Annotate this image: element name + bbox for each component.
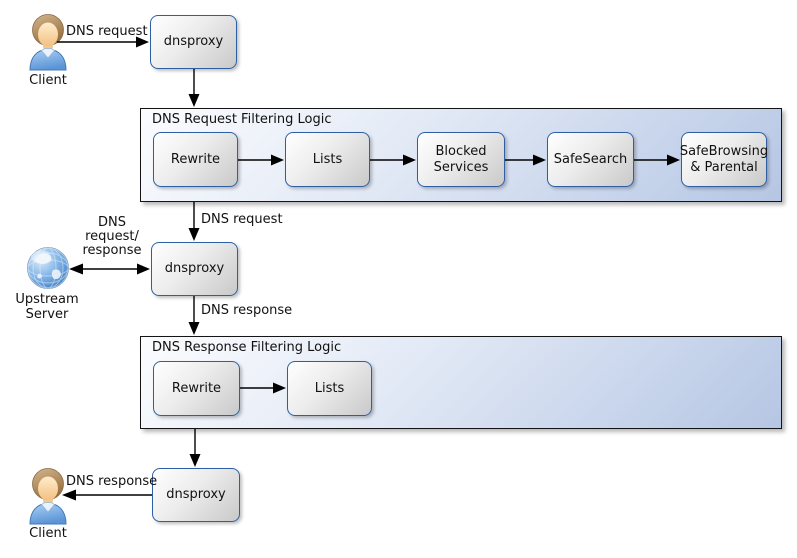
arrow-dnsproxy-bottom-to-client	[62, 489, 152, 501]
person-icon	[29, 468, 67, 525]
response-filtering-container	[140, 336, 782, 429]
edge-label-dns-response-mid: DNS response	[201, 303, 293, 318]
request-step-safesearch: SafeSearch	[547, 132, 634, 187]
client-top-figure	[27, 13, 69, 75]
edge-label-dns-request-mid: DNS request	[201, 212, 283, 227]
upstream-server-figure	[26, 246, 70, 294]
client-bottom-label: Client	[29, 526, 67, 541]
request-step-blocked-services: Blocked Services	[417, 132, 505, 187]
arrow-dnsproxy-middle-to-response-container	[188, 296, 200, 335]
arrow-request-container-to-dnsproxy-middle	[188, 202, 200, 241]
response-step-lists: Lists	[287, 361, 372, 416]
edge-label-dns-request-top: DNS request	[66, 24, 148, 39]
arrow-response-container-to-dnsproxy-bottom	[189, 429, 201, 467]
client-top-label: Client	[29, 73, 67, 88]
client-bottom-figure	[27, 467, 69, 529]
arrow-upstream-exchange	[69, 263, 150, 275]
request-step-lists: Lists	[285, 132, 370, 187]
request-filtering-title: DNS Request Filtering Logic	[152, 112, 332, 127]
response-step-rewrite: Rewrite	[153, 361, 240, 416]
edge-label-dns-response-bottom: DNS response	[66, 474, 158, 489]
person-icon	[29, 14, 67, 71]
dnsproxy-middle-node: dnsproxy	[151, 242, 238, 296]
arrow-dnsproxy-top-to-request-container	[188, 69, 200, 107]
dnsproxy-top-node: dnsproxy	[150, 15, 237, 69]
response-filtering-title: DNS Response Filtering Logic	[152, 340, 342, 355]
request-step-rewrite: Rewrite	[153, 132, 238, 187]
globe-icon	[27, 247, 69, 289]
edge-label-upstream-exchange: DNS request/ response	[82, 215, 142, 258]
dnsproxy-bottom-node: dnsproxy	[152, 468, 240, 522]
request-step-safebrowsing-parental: SafeBrowsing & Parental	[680, 132, 768, 187]
upstream-server-label: Upstream Server	[15, 292, 79, 322]
